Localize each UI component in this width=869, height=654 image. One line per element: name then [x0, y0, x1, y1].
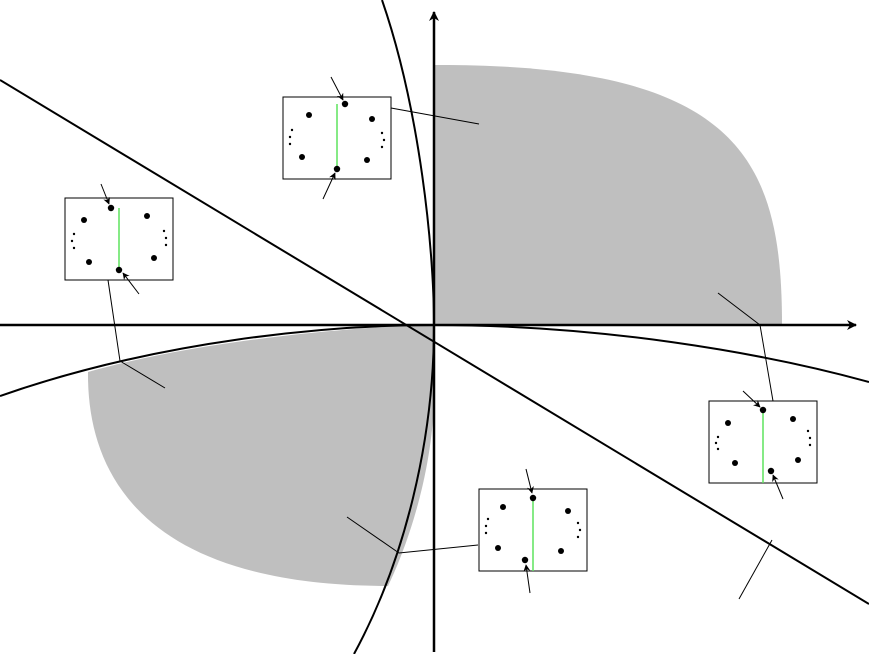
point — [107, 204, 115, 212]
shaded-region-upper-right — [434, 65, 782, 325]
point — [86, 259, 92, 265]
point — [341, 100, 349, 108]
point — [578, 528, 582, 532]
point — [576, 535, 580, 539]
arrow — [330, 76, 344, 101]
point — [288, 142, 292, 146]
arrow — [772, 474, 784, 500]
point — [484, 524, 488, 528]
leader-line-right — [717, 292, 774, 402]
inset-top — [282, 76, 392, 200]
inset-right — [708, 390, 818, 500]
point — [151, 255, 157, 261]
point — [576, 521, 580, 525]
point — [806, 429, 810, 433]
point — [288, 135, 292, 139]
arrow — [742, 390, 761, 408]
inset-bottom — [478, 468, 588, 594]
point — [716, 447, 720, 451]
point — [725, 420, 731, 426]
point — [495, 545, 501, 551]
point — [299, 154, 305, 160]
point — [164, 236, 168, 240]
point — [558, 548, 564, 554]
point — [380, 131, 384, 135]
point — [486, 517, 490, 521]
point — [565, 508, 571, 514]
leader-line-bottom — [346, 516, 479, 554]
shaded-region-lower-left — [88, 325, 434, 586]
arrow — [322, 172, 336, 200]
point — [759, 406, 767, 414]
leader-line-corner — [738, 539, 773, 600]
point — [808, 443, 812, 447]
arrow — [122, 272, 140, 295]
point — [521, 556, 529, 564]
point — [81, 217, 87, 223]
point — [306, 112, 312, 118]
point — [115, 266, 123, 274]
point — [529, 494, 537, 502]
inset-left — [64, 183, 174, 295]
point — [716, 435, 720, 439]
leader-line-left — [107, 279, 166, 389]
point — [70, 239, 74, 243]
arrow — [525, 468, 534, 494]
point — [333, 165, 341, 173]
point — [767, 467, 775, 475]
point — [144, 213, 150, 219]
point — [72, 232, 76, 236]
point — [500, 504, 506, 510]
point — [714, 441, 718, 445]
point — [808, 436, 812, 440]
point — [795, 457, 801, 463]
point — [164, 243, 168, 247]
point — [790, 416, 796, 422]
arrow — [100, 183, 110, 205]
point — [382, 138, 386, 142]
leader-line-top — [390, 107, 480, 125]
point — [290, 128, 294, 132]
point — [72, 246, 76, 250]
point — [732, 460, 738, 466]
point — [484, 531, 488, 535]
point — [380, 145, 384, 149]
point — [162, 229, 166, 233]
arrow — [523, 564, 531, 594]
point — [364, 157, 370, 163]
point — [369, 116, 375, 122]
